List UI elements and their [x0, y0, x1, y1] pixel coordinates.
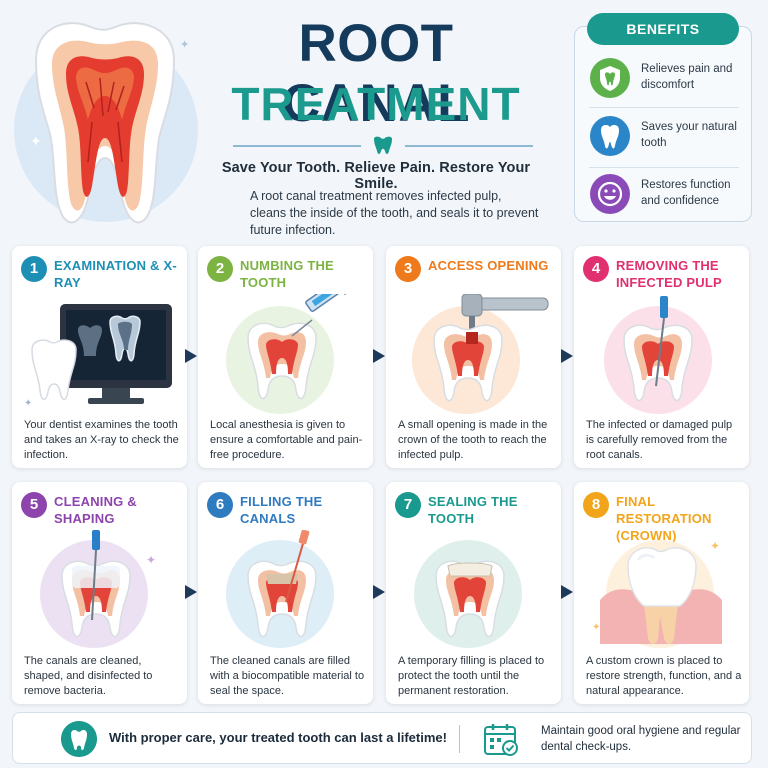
benefit-text: Restores function and confidence: [641, 179, 731, 207]
step-description: Local anesthesia is given to ensure a co…: [210, 419, 363, 461]
svg-text:✦: ✦: [24, 398, 32, 409]
shield-tooth-icon: [590, 58, 630, 98]
step-description: Your dentist examines the tooth and take…: [24, 419, 179, 461]
syringe-icon: [226, 294, 347, 414]
svg-text:✦: ✦: [30, 133, 42, 149]
arrow-right-icon: [185, 585, 197, 599]
cleaning-file-icon: ✦: [40, 530, 156, 648]
svg-text:✦: ✦: [180, 39, 189, 51]
footer-banner: With proper care, your treated tooth can…: [12, 712, 752, 764]
step-card-8: 8 FINAL RESTORATION (CROWN) ✦ ✦ A custom…: [574, 482, 749, 704]
step-card-4: 4 REMOVING THE INFECTED PULP The infecte…: [574, 246, 749, 468]
tooth-icon: [590, 116, 630, 156]
step-number: 4: [583, 256, 609, 282]
step-title: FILLING THE CANALS: [240, 494, 323, 526]
title-line-2: TREATMENT: [231, 78, 521, 130]
crown-tooth-icon: ✦ ✦: [592, 539, 722, 648]
intro-paragraph: A root canal treatment removes infected …: [250, 189, 539, 237]
file-instrument-icon: [604, 296, 712, 414]
step-description: A temporary filling is placed to protect…: [398, 655, 545, 697]
step-card-6: 6 FILLING THE CANALS The cleaned canals …: [198, 482, 373, 704]
step-number: 5: [21, 492, 47, 518]
step-card-2: 2 NUMBING THE TOOTH Local anesthesia is …: [198, 246, 373, 468]
benefits-heading: BENEFITS: [587, 13, 739, 45]
step-card-3: 3 ACCESS OPENING A small opening is made…: [386, 246, 561, 468]
step-description: The canals are cleaned, shaped, and disi…: [24, 655, 153, 697]
benefit-text: Relieves pain and discomfort: [641, 63, 733, 91]
step-number: 3: [395, 256, 421, 282]
step-title: REMOVING THE INFECTED PULP: [616, 258, 722, 290]
tagline: Save Your Tooth. Relieve Pain. Restore Y…: [221, 160, 531, 192]
benefit-text: Saves your natural tooth: [641, 121, 737, 149]
step-title: EXAMINATION & X-RAY: [54, 258, 177, 290]
smile-icon: [590, 174, 630, 214]
arrow-right-icon: [561, 349, 573, 363]
footer-care-text: With proper care, your treated tooth can…: [109, 730, 447, 745]
step-card-1: 1 EXAMINATION & X-RAY ✦ Your dentist exa…: [12, 246, 187, 468]
dental-drill-icon: [412, 294, 549, 414]
svg-text:✦: ✦: [146, 553, 156, 567]
benefit-item: Restores function and confidence: [589, 173, 749, 219]
sealed-tooth-icon: [414, 540, 522, 648]
step-description: The infected or damaged pulp is carefull…: [586, 419, 733, 461]
step-number: 6: [207, 492, 233, 518]
step-number: 2: [207, 256, 233, 282]
title-divider-tooth-icon: [233, 136, 533, 154]
step-number: 7: [395, 492, 421, 518]
hero-tooth-illustration: ✦ ✦: [14, 22, 198, 224]
step-card-5: 5 CLEANING & SHAPING ✦ The canals are cl…: [12, 482, 187, 704]
footer-divider: [459, 725, 460, 753]
arrow-right-icon: [561, 585, 573, 599]
step-title: FINAL RESTORATION (CROWN): [616, 494, 712, 543]
xray-monitor-icon: ✦: [24, 304, 172, 409]
step-title: NUMBING THE TOOTH: [240, 258, 334, 290]
step-description: The cleaned canals are filled with a bio…: [210, 655, 365, 697]
filling-icon: [226, 530, 334, 648]
calendar-check-icon: [484, 724, 518, 756]
step-description: A custom crown is placed to restore stre…: [586, 655, 742, 697]
arrow-right-icon: [373, 349, 385, 363]
step-title: SEALING THE TOOTH: [428, 494, 518, 526]
benefits-panel: BENEFITS Relieves pain and discomfort Sa…: [574, 13, 752, 222]
footer-hygiene-text: Maintain good oral hygiene and regular d…: [541, 725, 741, 753]
benefit-divider: [589, 167, 739, 168]
arrow-right-icon: [185, 349, 197, 363]
benefit-item: Relieves pain and discomfort: [589, 57, 749, 103]
title-line-1: ROOT CANAL: [282, 14, 470, 133]
benefit-divider: [589, 107, 739, 108]
svg-text:✦: ✦: [592, 622, 600, 633]
step-number: 1: [21, 256, 47, 282]
step-title: ACCESS OPENING: [428, 258, 549, 273]
step-title: CLEANING & SHAPING: [54, 494, 137, 526]
step-card-7: 7 SEALING THE TOOTH A temporary filling …: [386, 482, 561, 704]
step-number: 8: [583, 492, 609, 518]
tooth-icon: [61, 721, 97, 757]
arrow-right-icon: [373, 585, 385, 599]
step-description: A small opening is made in the crown of …: [398, 419, 548, 461]
svg-text:✦: ✦: [710, 539, 720, 553]
benefit-item: Saves your natural tooth: [589, 115, 749, 161]
